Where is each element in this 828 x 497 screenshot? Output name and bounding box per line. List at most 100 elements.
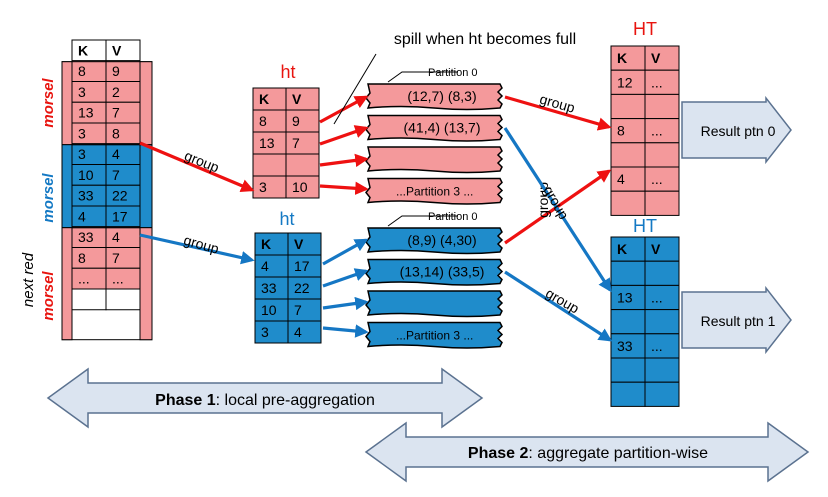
partitions-layer: Partition 0(12,7) (8,3)(41,4) (13,7)...P… xyxy=(365,67,504,349)
morsel-band-right-red-next xyxy=(139,227,153,341)
ht-red-cell xyxy=(285,153,320,177)
ht-blue-cell-text: 33 xyxy=(261,280,277,296)
ht-red-header-cell xyxy=(285,87,320,111)
ht-red-header-text: K xyxy=(259,91,269,107)
group-label-source-blue: group xyxy=(182,232,221,257)
partitions-red-tag-leader xyxy=(387,71,458,83)
morsel-label-red: morsel xyxy=(40,78,57,128)
ht-blue-cell xyxy=(287,320,322,344)
HT-red-header-text: V xyxy=(651,50,661,66)
ht-blue-cell xyxy=(254,320,289,344)
ht-blue-cell xyxy=(287,298,322,322)
HT-blue-cell xyxy=(610,260,646,286)
source-table-cell-text: 7 xyxy=(112,250,120,266)
morsel-label-red-next: morsel xyxy=(40,271,57,321)
ht-red-header-cell xyxy=(252,87,287,111)
ht-red-cell-text: 13 xyxy=(259,135,275,151)
HT-blue-title: HT xyxy=(633,216,657,236)
source-table-cell-text: 13 xyxy=(78,105,94,121)
source-table-cell xyxy=(105,288,141,311)
partitions-red-row xyxy=(365,177,504,205)
source-table-cell-text: 4 xyxy=(112,229,120,245)
arrow-partition1-red-to-HT-blue xyxy=(503,127,612,293)
HT-red-cell xyxy=(644,190,680,216)
ht-red-cell xyxy=(252,153,287,177)
HT-red-cell xyxy=(610,69,646,95)
source-table-cell-text: 8 xyxy=(78,63,86,79)
phase1-label-bold: Phase 1 xyxy=(155,392,216,409)
source-table-header-text: V xyxy=(112,42,122,58)
ht-blue-header-text: V xyxy=(294,236,304,252)
result-ptn0-label: Result ptn 0 xyxy=(701,123,776,139)
HT-red-title: HT xyxy=(633,19,657,39)
phase2-arrow-shape xyxy=(364,421,810,483)
HT-blue-header-cell xyxy=(610,236,646,262)
group-label-source-red: group xyxy=(182,147,221,175)
ht-blue-header-text: K xyxy=(261,236,271,252)
partitions-red: Partition 0(12,7) (8,3)(41,4) (13,7)...P… xyxy=(365,67,504,205)
ht-red-cell xyxy=(252,175,287,199)
source-table-cell-text: 33 xyxy=(78,229,94,245)
phase2-label-rest: : aggregate partition-wise xyxy=(528,445,708,462)
source-table-cell-text: 4 xyxy=(78,208,86,224)
source-table-cell-text: 17 xyxy=(112,208,128,224)
HT-red-cell-text: ... xyxy=(651,123,663,139)
source-table-header-text: K xyxy=(78,42,88,58)
ht-red-cell-text: 3 xyxy=(259,179,267,195)
morsel-band-left-blue xyxy=(61,144,73,229)
arrow-source-to-ht-blue xyxy=(139,233,255,265)
partitions-blue-tag: Partition 0 xyxy=(428,211,478,223)
HT-red-header-text: K xyxy=(617,50,627,66)
morsel-band-left-red xyxy=(61,61,73,146)
phase2-label: Phase 2: aggregate partition-wise xyxy=(468,445,708,462)
HT-red-header-cell xyxy=(644,45,680,71)
next-red-label: next red xyxy=(20,252,37,307)
morsel-band-right-red xyxy=(139,61,153,146)
group-label-p1-blue: group xyxy=(543,285,582,317)
ht-red-cell-text: 7 xyxy=(292,135,300,151)
ht-red-cell xyxy=(285,109,320,133)
ht-blue-cell-text: 17 xyxy=(294,258,310,274)
arrow-ht-blue-to-partition-1 xyxy=(322,268,369,288)
source-table-cell-text: 9 xyxy=(112,63,120,79)
partitions-blue-row-text: (8,9) (4,30) xyxy=(407,232,476,248)
result-ptn0-arrow xyxy=(681,95,792,165)
ht-blue-header-cell xyxy=(287,232,322,256)
HT-blue-cell xyxy=(610,309,646,335)
partitions-red-row-text: (12,7) (8,3) xyxy=(407,88,476,104)
HT-blue-cell xyxy=(644,381,680,407)
HT-red-cell xyxy=(610,118,646,144)
phase2-label-bold: Phase 2 xyxy=(468,445,529,462)
HT-blue-cell-text: 13 xyxy=(617,290,633,306)
partitions-blue-row xyxy=(365,227,504,255)
morsel-label-blue: morsel xyxy=(40,173,57,223)
phase1-label-rest: : local pre-aggregation xyxy=(216,392,375,409)
source-table-cell-text: ... xyxy=(112,271,124,287)
partitions-blue-row xyxy=(365,258,504,286)
partitions-red-row-text: (41,4) (13,7) xyxy=(403,120,480,136)
HT-blue-header-cell xyxy=(644,236,680,262)
HT-blue-cell-text: ... xyxy=(651,290,663,306)
ht-blue-cell-text: 10 xyxy=(261,302,277,318)
HT-red-cell xyxy=(610,142,646,168)
HT-red-cell xyxy=(610,93,646,120)
ht-red-cell-text: 10 xyxy=(292,179,308,195)
arrow-ht-red-to-partition-1 xyxy=(319,125,369,146)
HT-blue-cell-text: 33 xyxy=(617,338,633,354)
HT-red-cell xyxy=(644,142,680,168)
source-table-cell-text: 4 xyxy=(112,146,120,162)
partitions-blue: Partition 0(8,9) (4,30)(13,14) (33,5)...… xyxy=(365,211,504,349)
arrow-ht-blue-to-partition-0 xyxy=(322,238,369,266)
HT-blue-cell xyxy=(610,333,646,359)
phase2-arrow: Phase 2: aggregate partition-wise xyxy=(364,421,810,483)
ht-red-cell-text: 8 xyxy=(259,113,267,129)
ht-blue-cell-text: 22 xyxy=(294,280,310,296)
HT-blue-cell-text: ... xyxy=(651,338,663,354)
partitions-red-row xyxy=(365,83,504,111)
